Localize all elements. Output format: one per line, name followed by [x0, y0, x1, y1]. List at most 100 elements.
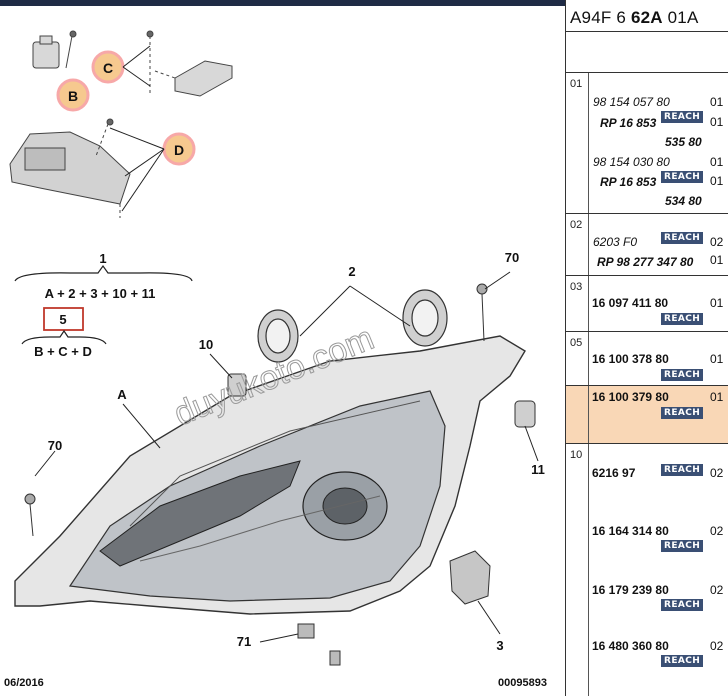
callout-c[interactable]: C [91, 50, 125, 84]
group-divider [588, 386, 589, 443]
group-number: 01 [570, 78, 583, 90]
group-02[interactable]: 02 6203 F0 REACH RP 98 277 347 80 02 01 [566, 214, 728, 276]
svg-text:B: B [68, 88, 78, 104]
reach-badge: REACH [661, 171, 704, 183]
svg-text:C: C [103, 60, 113, 76]
callout-d[interactable]: D [162, 132, 196, 166]
part-label-a: A [117, 387, 127, 402]
part-number[interactable]: 16 480 360 80 [592, 639, 669, 653]
parts-list-panel: A94F 6 62A 01A 01 98 154 057 80 RP 16 85… [565, 0, 728, 696]
quantity: 01 [710, 115, 724, 129]
part-number[interactable]: 535 80 [665, 135, 702, 149]
screw-70-left[interactable] [24, 493, 36, 537]
quantity: 02 [710, 466, 724, 480]
group-number: 10 [570, 449, 583, 461]
header-suffix: 01A [662, 8, 699, 27]
reach-badge: REACH [661, 232, 704, 244]
part-number[interactable]: 98 154 030 80 [593, 155, 670, 169]
part-number[interactable]: 16 164 314 80 [592, 524, 669, 538]
group-divider [588, 214, 589, 275]
formula2-label: 5 [59, 312, 66, 327]
bulb-10[interactable] [227, 373, 247, 397]
group-05[interactable]: 05 16 100 378 80 REACH 01 [566, 332, 728, 386]
clip-71[interactable] [297, 623, 341, 666]
group-number: 02 [570, 219, 583, 231]
group-05-selected[interactable]: 16 100 379 80 REACH 01 [566, 386, 728, 444]
part-number[interactable]: RP 98 277 347 80 [597, 255, 694, 269]
formula2-box [43, 307, 84, 331]
callout-leaders [109, 45, 165, 212]
reach-badge: REACH [661, 111, 704, 123]
panel-blank-row [566, 32, 728, 73]
formula1-label: 1 [99, 251, 106, 266]
parts-diagram: B C D 1 A + 2 + 3 + 10 + 11 5 B + C + D [0, 6, 565, 696]
group-03[interactable]: 03 16 097 411 80 REACH 01 [566, 276, 728, 332]
quantity: 01 [710, 174, 724, 188]
part-number[interactable]: 6216 97 [592, 466, 636, 480]
group-divider [588, 332, 589, 385]
group-01[interactable]: 01 98 154 057 80 RP 16 853 REACH 535 80 … [566, 73, 728, 214]
quantity: 01 [710, 352, 724, 366]
bulb-11[interactable] [514, 400, 536, 428]
header-bold: 62A [630, 8, 663, 27]
screw-70-right[interactable] [476, 283, 488, 342]
panel-header: A94F 6 62A 01A [566, 0, 728, 32]
quantity: 01 [710, 95, 724, 109]
part-number[interactable]: RP 16 853 [600, 175, 657, 189]
part-label-70-right: 70 [505, 250, 519, 265]
part-label-71: 71 [237, 634, 251, 649]
part-number[interactable]: RP 16 853 [600, 116, 657, 130]
reach-badge: REACH [661, 540, 704, 552]
quantity: 01 [710, 253, 724, 267]
quantity: 01 [710, 296, 724, 310]
formula1: A + 2 + 3 + 10 + 11 [45, 286, 156, 301]
group-divider [588, 276, 589, 331]
part-number[interactable]: 16 100 378 80 [592, 352, 669, 366]
part-label-2: 2 [348, 264, 355, 279]
group-10[interactable]: 10 6216 97 REACH 02 16 164 314 80 REACH … [566, 444, 728, 696]
bracket-c-drawing [146, 30, 233, 97]
headlamp-body[interactable] [14, 335, 526, 615]
quantity: 02 [710, 524, 724, 538]
quantity: 02 [710, 583, 724, 597]
reach-badge: REACH [661, 655, 704, 667]
quantity: 02 [710, 235, 724, 249]
part-label-10: 10 [199, 337, 213, 352]
bracket-b-drawing [32, 30, 77, 69]
diagram-date: 06/2016 [4, 677, 44, 689]
part-number[interactable]: 16 179 239 80 [592, 583, 669, 597]
reach-badge: REACH [661, 599, 704, 611]
part-number[interactable]: 6203 F0 [593, 235, 638, 249]
group-divider [588, 444, 589, 696]
group-number: 05 [570, 337, 583, 349]
top-bar [0, 0, 565, 6]
reach-badge: REACH [661, 464, 704, 476]
part-label-11: 11 [531, 462, 545, 477]
callout-b[interactable]: B [56, 78, 90, 112]
part-number[interactable]: 16 100 379 80 [592, 390, 669, 404]
header-prefix: A94F 6 [570, 8, 631, 27]
diagram-code: 00095893 [498, 677, 547, 689]
part-number[interactable]: 16 097 411 80 [592, 296, 669, 310]
part-label-70-left: 70 [48, 438, 62, 453]
quantity: 02 [710, 639, 724, 653]
quantity: 01 [710, 390, 724, 404]
headlamp-exploded-view: B C D 1 A + 2 + 3 + 10 + 11 5 B + C + D [4, 30, 547, 689]
reach-badge: REACH [661, 313, 704, 325]
part-number[interactable]: 534 80 [665, 194, 702, 208]
motor-3[interactable] [449, 550, 491, 605]
formula2: B + C + D [34, 344, 92, 359]
bracket-d-drawing [9, 118, 131, 218]
reach-badge: REACH [661, 369, 704, 381]
reach-badge: REACH [661, 407, 704, 419]
part-label-3: 3 [496, 638, 503, 653]
part-leaders [34, 271, 539, 643]
group-number: 03 [570, 281, 583, 293]
quantity: 01 [710, 155, 724, 169]
group-divider [588, 73, 589, 213]
svg-text:D: D [174, 142, 184, 158]
formula2-brace [21, 329, 107, 345]
part-number[interactable]: 98 154 057 80 [593, 95, 670, 109]
formula1-brace [14, 264, 193, 282]
lamp-cap-rings[interactable] [257, 289, 448, 363]
